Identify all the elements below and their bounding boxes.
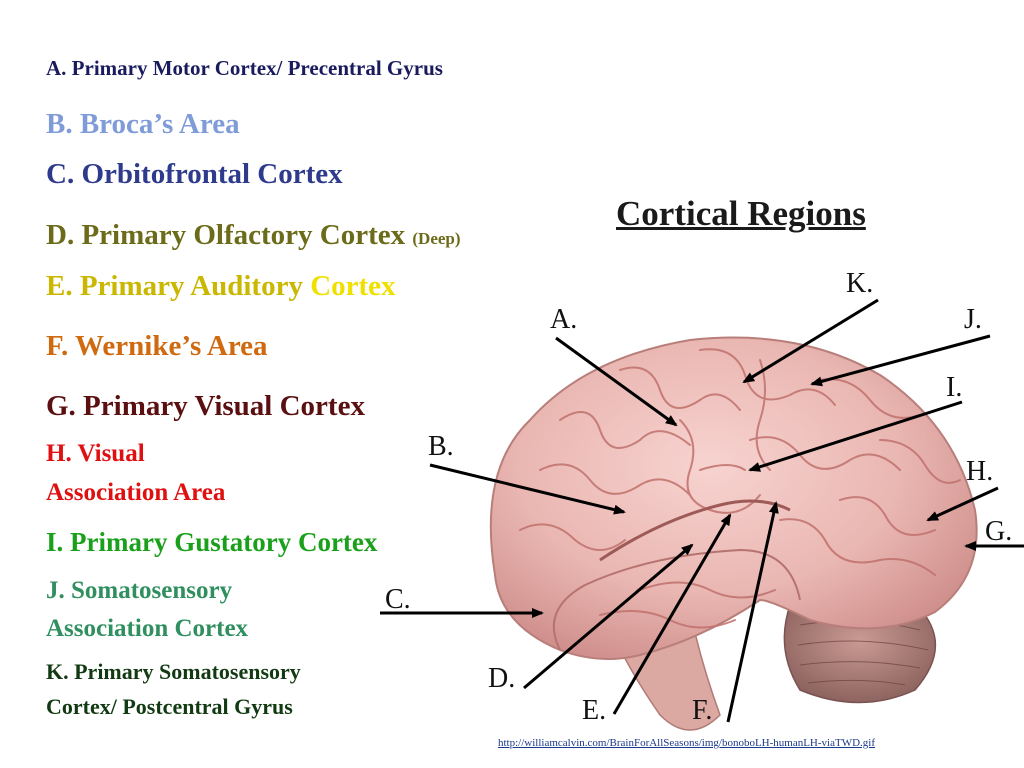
marker-f: F. bbox=[692, 695, 713, 726]
arrow-j bbox=[810, 334, 991, 387]
legend-a: A. Primary Motor Cortex/ Precentral Gyru… bbox=[46, 56, 443, 80]
legend-h-2: Association Area bbox=[46, 479, 226, 506]
legend-j-2: Association Cortex bbox=[46, 615, 249, 642]
legend-g: G. Primary Visual Cortex bbox=[46, 390, 365, 422]
cerebrum bbox=[489, 336, 978, 660]
marker-c: C. bbox=[385, 584, 411, 615]
arrow-d bbox=[523, 543, 694, 690]
legend-k-2: Cortex/ Postcentral Gyrus bbox=[46, 694, 293, 719]
legend-f: F. Wernike’s Area bbox=[46, 330, 268, 362]
legend-k-1: K. Primary Somatosensory bbox=[46, 659, 301, 684]
page-title: Cortical Regions bbox=[616, 194, 866, 233]
legend-c: C. Orbitofrontal Cortex bbox=[46, 158, 343, 190]
arrow-b bbox=[429, 463, 626, 515]
arrow-k bbox=[742, 298, 879, 384]
marker-b: B. bbox=[428, 431, 454, 462]
arrow-e bbox=[612, 513, 732, 715]
legend-h-1: H. Visual bbox=[46, 440, 145, 467]
legend-e-word: Cortex bbox=[310, 270, 396, 302]
marker-k: K. bbox=[846, 268, 874, 299]
marker-j: J. bbox=[964, 304, 982, 335]
marker-a: A. bbox=[550, 304, 578, 335]
legend-e-main: E. Primary Auditory bbox=[46, 270, 303, 302]
legend-j-1: J. Somatosensory bbox=[46, 577, 233, 604]
legend-d: D. Primary Olfactory Cortex (Deep) bbox=[46, 221, 461, 250]
arrow-a bbox=[555, 336, 678, 427]
legend-b: B. Broca’s Area bbox=[46, 108, 240, 140]
arrow-f bbox=[726, 501, 779, 723]
legend-i: I. Primary Gustatory Cortex bbox=[46, 527, 378, 557]
marker-i: I. bbox=[946, 372, 963, 403]
source-link[interactable]: http://williamcalvin.com/BrainForAllSeas… bbox=[498, 737, 875, 749]
marker-h: H. bbox=[966, 456, 994, 487]
marker-g: G. bbox=[985, 516, 1013, 547]
arrow-h bbox=[926, 486, 999, 522]
marker-e: E. bbox=[582, 695, 607, 726]
legend-d-note: (Deep) bbox=[412, 229, 461, 248]
legend-e: E. Primary Auditory Cortex bbox=[46, 272, 396, 301]
marker-d: D. bbox=[488, 663, 516, 694]
arrow-i bbox=[748, 400, 963, 472]
legend-d-main: D. Primary Olfactory Cortex bbox=[46, 219, 406, 251]
